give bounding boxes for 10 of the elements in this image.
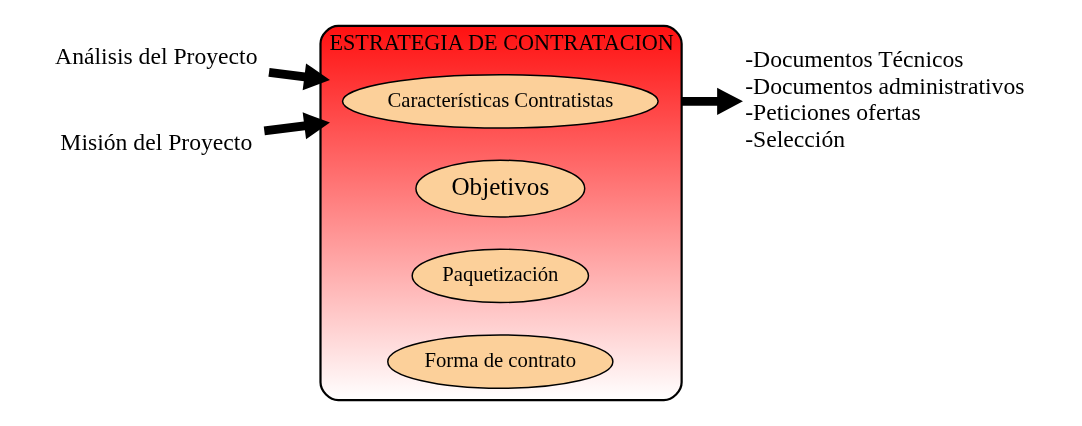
node-ellipse: Paquetización [411,248,590,304]
arrow [263,112,330,140]
node-ellipse: Objetivos [415,159,586,218]
node-text: -Documentos Técnicos -Documentos administrativos -Peticiones ofertas -Selección [745,46,1025,152]
node-ellipse: Características Contratistas [341,73,659,129]
node-text: Misión del Proyecto [60,128,253,155]
arrow [681,87,743,115]
node-text: Análisis del Proyecto [55,43,258,70]
node-ellipse: Forma de contrato [387,334,614,389]
arrow [268,63,330,91]
